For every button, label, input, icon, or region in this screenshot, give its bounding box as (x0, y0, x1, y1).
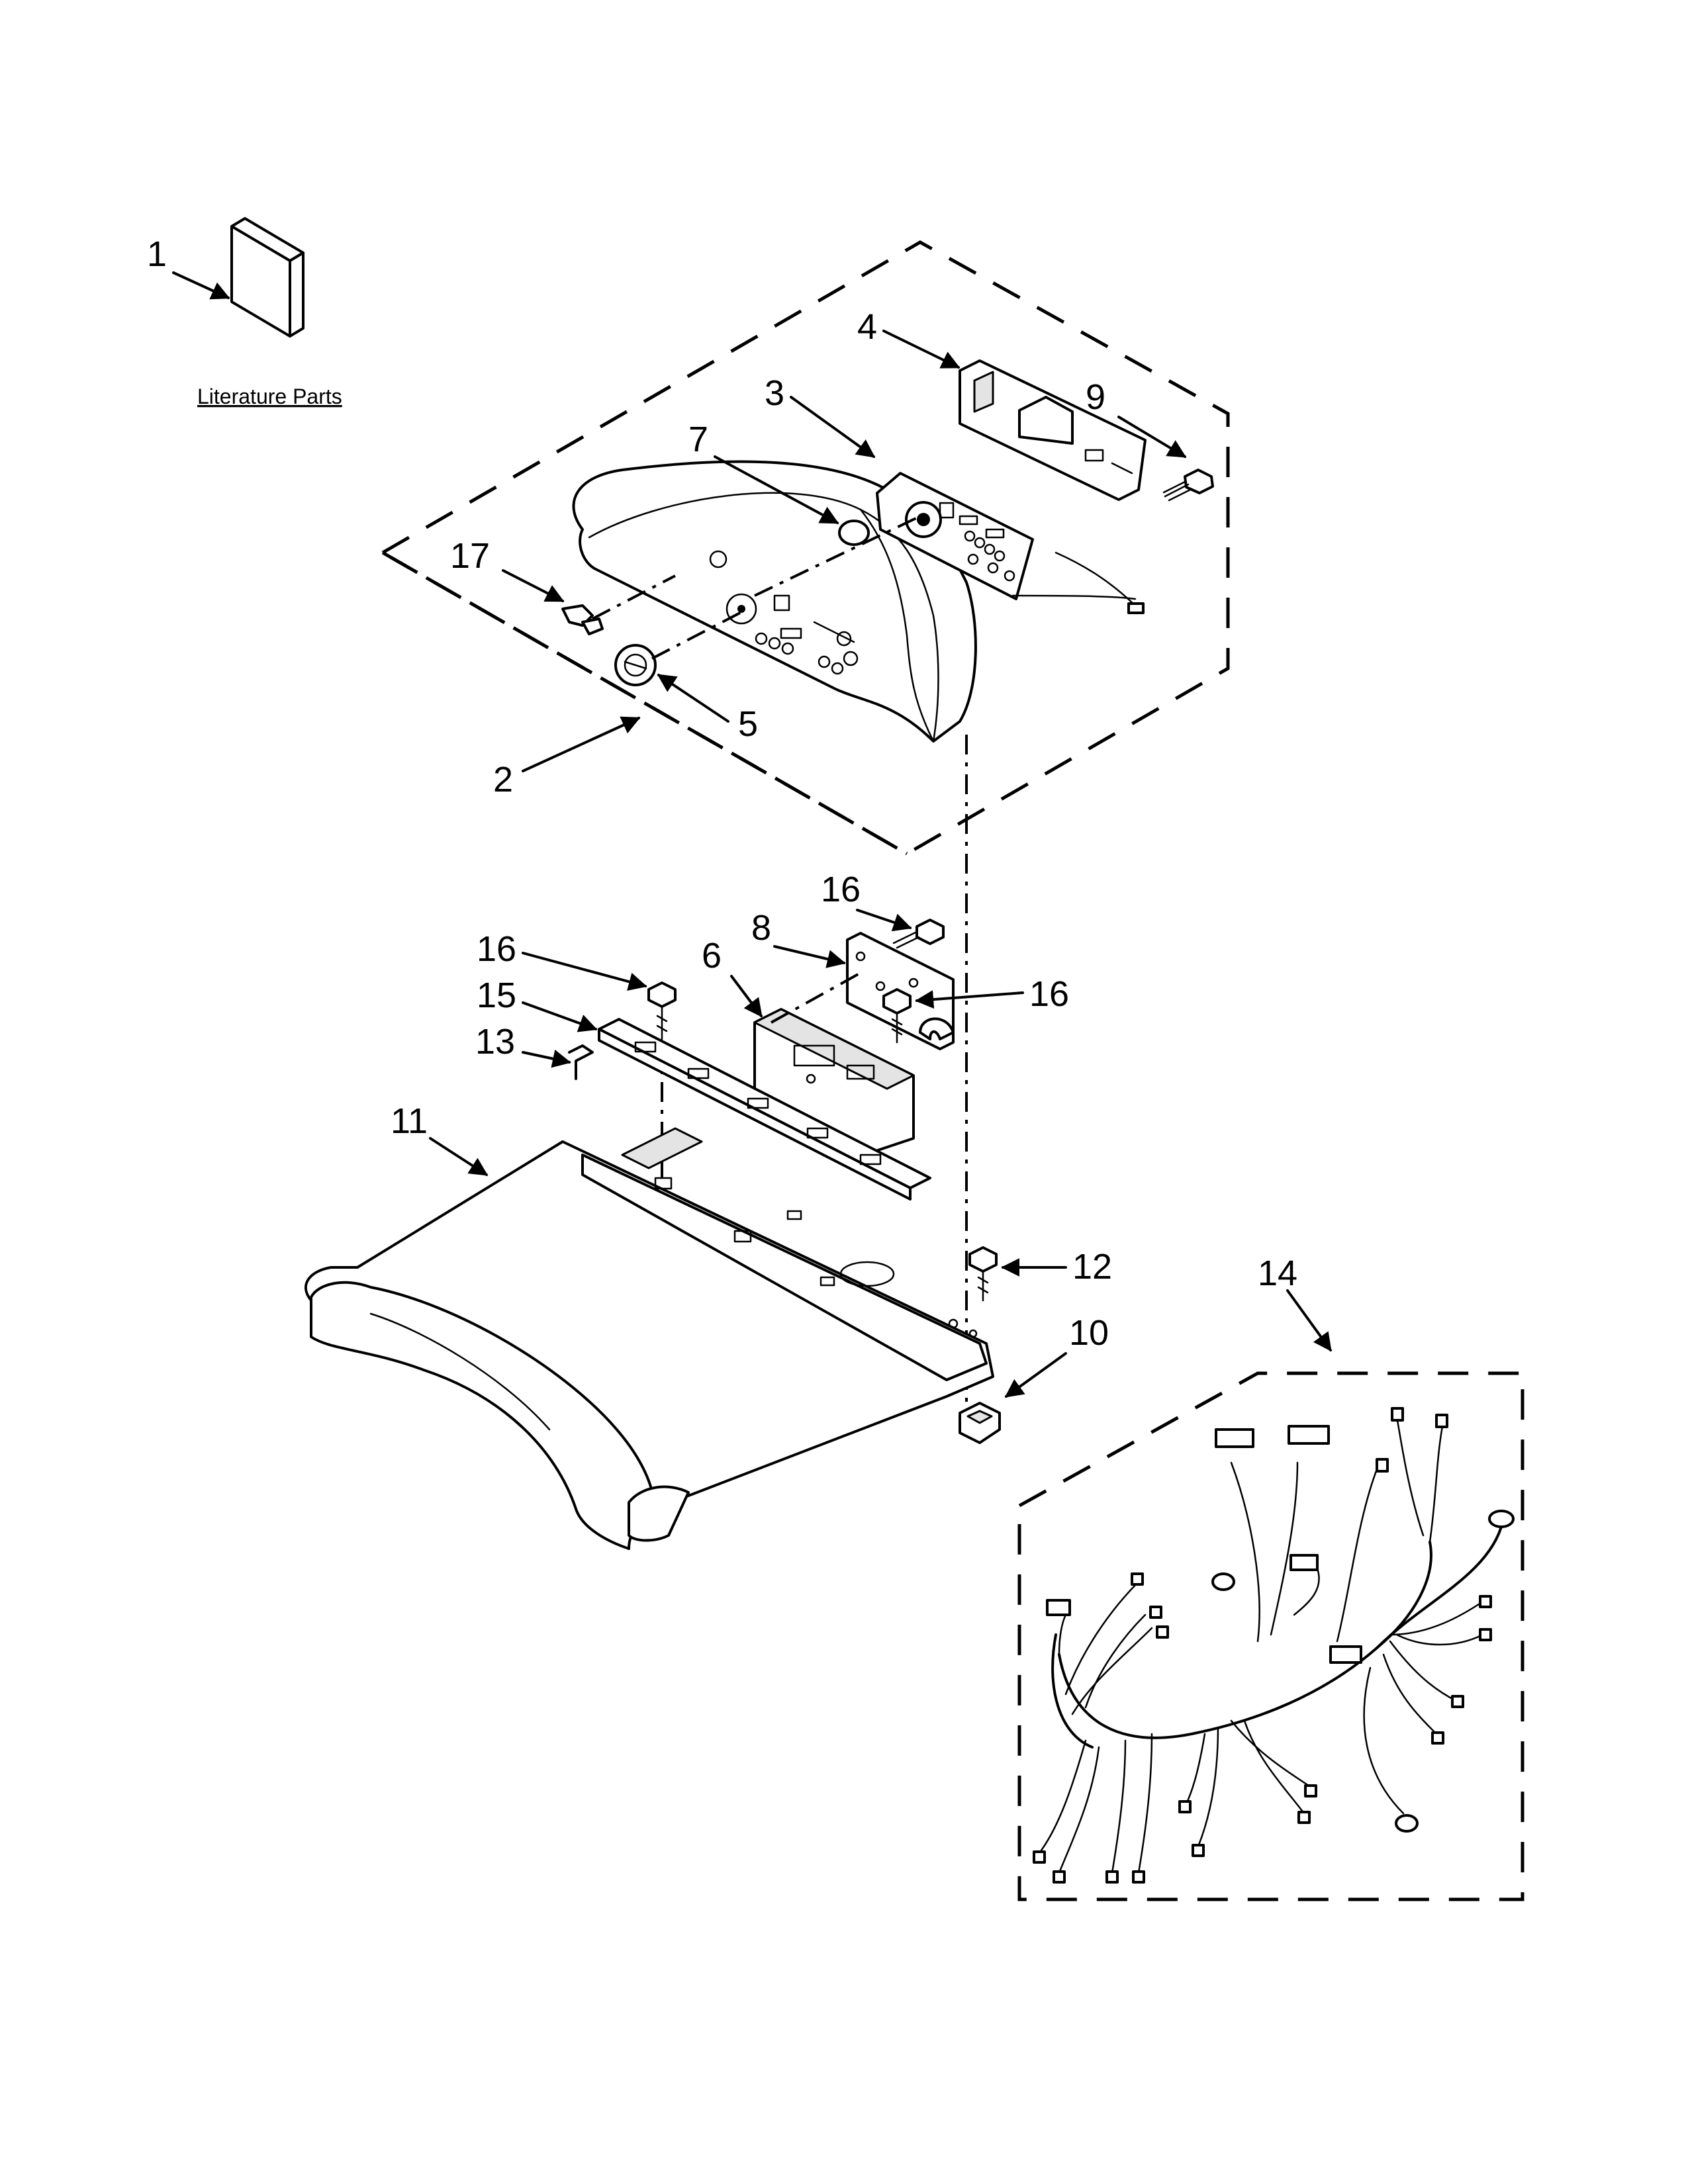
mounting-strip-15-part[interactable] (598, 1018, 931, 1201)
control-board-part[interactable] (876, 472, 1034, 600)
screw-9-part[interactable] (1162, 469, 1214, 502)
console-panel-part[interactable] (572, 460, 977, 743)
callout-11: 11 (391, 1101, 428, 1141)
wire-harness-14-part[interactable] (1033, 1407, 1515, 1884)
console-assembly-boundary (379, 240, 1230, 856)
callout-16-left-arrow (522, 952, 647, 991)
module-6-part[interactable] (753, 1008, 915, 1153)
callout-16-right-arrow (915, 990, 1024, 1009)
callout-2-arrow (522, 716, 641, 772)
screw-16-left-part[interactable] (647, 981, 677, 1040)
callout-15-arrow (522, 1001, 598, 1032)
lens-7-part[interactable] (838, 520, 870, 546)
callout-2: 2 (493, 760, 513, 799)
callout-17: 17 (450, 536, 490, 576)
callout-16-left: 16 (477, 929, 516, 969)
wire-harness-boundary (1017, 1371, 1524, 1901)
knob-5-part[interactable] (614, 644, 657, 686)
callout-12: 12 (1072, 1247, 1112, 1287)
callout-4-arrow (882, 330, 961, 369)
callout-13: 13 (475, 1022, 515, 1062)
callout-4: 4 (857, 307, 877, 347)
callout-1: 1 (147, 234, 167, 274)
callout-13-arrow (522, 1050, 571, 1068)
top-panel-11-part[interactable] (304, 1127, 994, 1550)
literature-parts-group[interactable]: Literature Parts (197, 217, 342, 408)
callout-5: 5 (738, 704, 758, 744)
callout-17-arrow (502, 569, 565, 602)
clip-17-part[interactable] (561, 604, 604, 635)
callout-15: 15 (477, 976, 516, 1015)
callout-5-arrow (657, 674, 729, 723)
callout-10-arrow (1004, 1352, 1067, 1398)
callout-6: 6 (702, 936, 722, 976)
callout-3: 3 (765, 373, 784, 413)
callout-14: 14 (1258, 1253, 1297, 1293)
align-line-6 (771, 972, 861, 1024)
hex-key-13-part[interactable] (568, 1044, 594, 1080)
ui-housing-part[interactable] (959, 359, 1147, 501)
callout-16-top: 16 (821, 870, 861, 909)
callout-8: 8 (751, 908, 771, 948)
board-wire (1011, 594, 1137, 600)
callout-16-top-arrow (856, 909, 912, 932)
screw-12-part[interactable] (968, 1246, 998, 1302)
callout-11-arrow (429, 1137, 489, 1176)
literature-booklet-icon (230, 217, 305, 338)
callout-8-arrow (773, 945, 846, 968)
callout-10: 10 (1069, 1313, 1109, 1353)
callout-14-arrow (1286, 1289, 1332, 1352)
callout-7: 7 (688, 420, 708, 459)
align-line-17 (592, 574, 676, 620)
callout-6-arrow (730, 975, 763, 1018)
board-wire-2 (1055, 551, 1140, 610)
board-wire-connector (1127, 602, 1145, 614)
clip-10-part[interactable] (959, 1402, 1001, 1444)
callout-7-arrow (714, 455, 839, 524)
literature-parts-label: Literature Parts (197, 385, 342, 408)
align-line-7 (754, 515, 921, 597)
callout-3-arrow (790, 396, 876, 458)
callout-9-arrow (1117, 416, 1187, 458)
callout-1-arrow (172, 271, 230, 300)
screw-16-right-part[interactable] (882, 988, 912, 1044)
screw-16-upper-part[interactable] (892, 919, 945, 949)
callout-16-right: 16 (1029, 974, 1069, 1014)
callout-9: 9 (1086, 377, 1105, 417)
console-assembly-boundary-lower (381, 551, 908, 856)
align-line-5 (651, 611, 742, 660)
